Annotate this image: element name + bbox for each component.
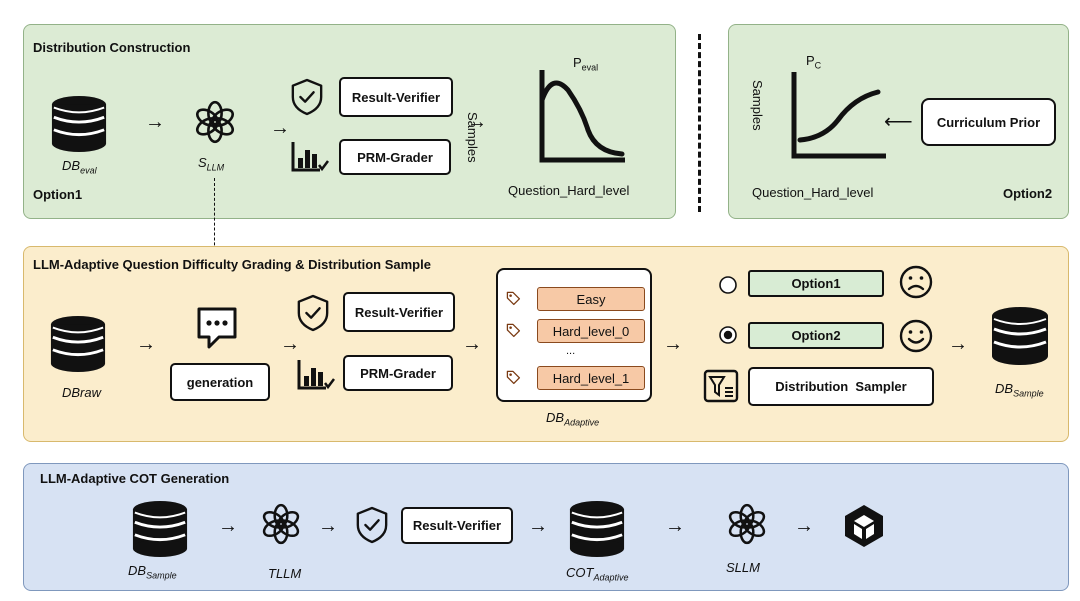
p-eval-curve xyxy=(539,80,625,157)
arrow-right: → xyxy=(280,333,300,355)
tag-icon xyxy=(506,291,521,306)
dotted-connector xyxy=(214,178,215,290)
p-c-axes xyxy=(791,72,886,159)
db-sample-label: DBSample xyxy=(995,381,1044,399)
prm-grader-box: PRM-Grader xyxy=(339,139,451,175)
arrow-right: → xyxy=(145,111,165,133)
shield-check-icon xyxy=(356,506,388,544)
section-divider xyxy=(698,34,701,212)
p-eval-curve-chart xyxy=(539,70,625,163)
t-llm-label: TLLM xyxy=(268,566,302,581)
bar-chart-check-icon xyxy=(297,358,336,390)
arrow-right: → xyxy=(218,515,238,537)
result-verifier-box: Result-Verifier xyxy=(339,77,453,117)
panel-title-cot-generation: LLM-Adaptive COT Generation xyxy=(40,471,230,486)
arrow-right: → xyxy=(665,515,685,537)
option1-box: Option1 xyxy=(748,270,884,297)
result-verifier-box: Result-Verifier xyxy=(401,507,513,544)
s-llm-label: SLLM xyxy=(198,155,225,173)
result-verifier-box: Result-Verifier xyxy=(343,292,455,332)
distribution-sampler-box: Distribution Sampler xyxy=(748,367,934,406)
radio-selected-icon xyxy=(719,326,737,344)
cot-adaptive-db-icon xyxy=(568,500,626,558)
arrow-right: → xyxy=(467,111,487,133)
level-hard-0: Hard_level_0 xyxy=(537,319,645,343)
db-sample-icon xyxy=(131,500,189,558)
tag-icon xyxy=(506,323,521,338)
arrow-right: → xyxy=(528,515,548,537)
filter-list-icon xyxy=(703,369,739,403)
cot-adaptive-label: COTAdaptive xyxy=(566,565,629,583)
p-c-curve xyxy=(797,89,881,143)
levels-ellipsis: ... xyxy=(566,345,576,357)
option1-label: Option1 xyxy=(33,187,83,202)
openai-icon xyxy=(726,503,768,545)
db-raw-icon xyxy=(49,315,107,373)
arrow-left: ⟵ xyxy=(884,111,913,133)
panel-title-distribution-construction: Distribution Construction xyxy=(33,40,191,55)
frown-face-icon xyxy=(899,265,933,299)
option2-label: Option2 xyxy=(1003,186,1053,201)
db-eval-label: DBeval xyxy=(62,158,97,176)
arrow-right: → xyxy=(794,515,814,537)
option2-box: Option2 xyxy=(748,322,884,349)
s-llm-label: SLLM xyxy=(726,560,760,575)
level-hard-1: Hard_level_1 xyxy=(537,366,645,390)
chat-bubble-icon xyxy=(197,307,237,349)
p-c-label: PC xyxy=(806,53,822,71)
level-easy: Easy xyxy=(537,287,645,311)
p-c-curve-chart xyxy=(791,72,886,159)
openai-icon xyxy=(193,100,237,144)
shield-check-icon xyxy=(297,294,329,332)
p-eval-label: Peval xyxy=(573,55,599,73)
bar-chart-check-icon xyxy=(291,140,330,172)
tag-icon xyxy=(506,370,521,385)
distribution-construction-panel xyxy=(23,24,676,219)
prm-grader-box: PRM-Grader xyxy=(343,355,453,391)
panel-title-difficulty-grading: LLM-Adaptive Question Difficulty Grading… xyxy=(33,257,431,272)
arrow-right: → xyxy=(462,333,482,355)
db-raw-label: DBraw xyxy=(62,385,102,400)
model-cube-icon xyxy=(845,505,883,547)
radio-unselected-icon xyxy=(719,276,737,294)
question-hard-level-label: Question_Hard_level xyxy=(508,183,630,198)
arrow-right: → xyxy=(318,515,338,537)
curriculum-prior-box: Curriculum Prior xyxy=(921,98,1056,146)
samples-axis-label: Samples xyxy=(750,80,765,131)
arrow-right: → xyxy=(270,117,290,139)
db-sample-icon xyxy=(990,306,1050,366)
arrow-right: → xyxy=(948,333,968,355)
generation-box: generation xyxy=(170,363,270,401)
db-sample-label: DBSample xyxy=(128,563,177,581)
smile-face-icon xyxy=(899,319,933,353)
shield-check-icon xyxy=(291,78,323,116)
openai-icon xyxy=(260,503,302,545)
db-adaptive-label: DBAdaptive xyxy=(546,410,600,428)
arrow-right: → xyxy=(663,333,683,355)
db-eval-icon xyxy=(50,95,108,153)
question-hard-level-label: Question_Hard_level xyxy=(752,185,874,200)
cot-generation-panel xyxy=(23,463,1069,591)
samples-axis-label: Samples xyxy=(465,112,480,163)
arrow-right: → xyxy=(136,333,156,355)
